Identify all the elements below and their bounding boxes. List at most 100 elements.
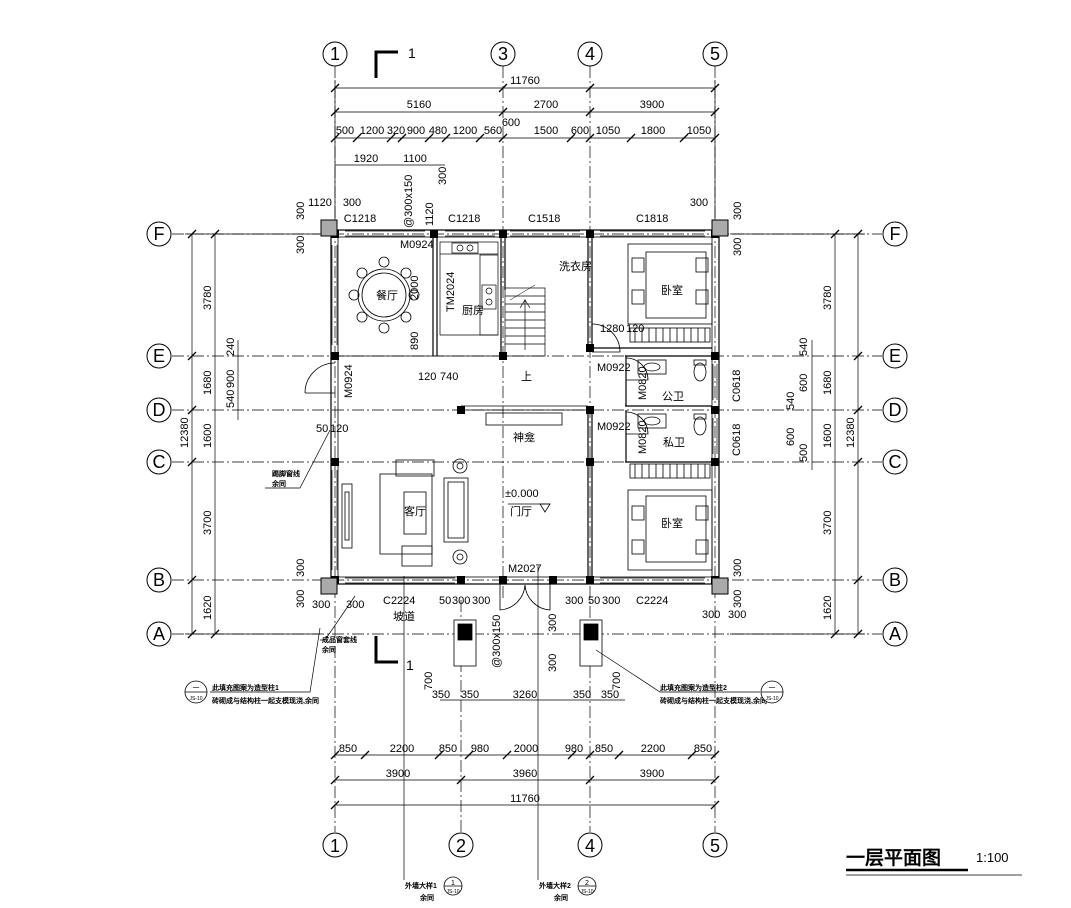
window-c0618-upper: C0618 — [731, 370, 743, 402]
bubble-detail-2-ref: JS-10 — [580, 889, 593, 895]
opening-tags: C1218 C1518 C1818 C2224 C2224 C0618 C061… — [343, 213, 743, 668]
dim-f-300a: 300 — [295, 202, 307, 220]
bubble-right-ref: JS-10 — [765, 696, 778, 702]
room-kitchen: 厨房 — [462, 304, 484, 317]
kitchen-fixtures — [439, 241, 499, 336]
dim-porch-1: 350 — [432, 689, 450, 701]
dim-bot-3960: 3960 — [513, 768, 537, 780]
detail-bubble-text: 一 JS-10 一 JS-10 1 JS-10 2 JS-10 — [189, 685, 778, 895]
dim-bot-3900b: 3900 — [640, 768, 664, 780]
top-dimensions: 11760 5160 2700 3900 500 1200 320 900 48… — [308, 75, 711, 225]
dim-top-s10: 1050 — [596, 125, 620, 137]
dim-left-3700: 3700 — [202, 511, 214, 535]
grid-row-right-E: E — [889, 346, 901, 366]
grid-row-right-C: C — [889, 452, 902, 472]
bubble-left-ref: JS-10 — [189, 696, 202, 702]
dim-top-1100: 1100 — [403, 153, 427, 165]
section-mark-top: 1 — [408, 45, 416, 61]
drawing-title: 一层平面图 1:100 — [846, 847, 1022, 876]
dim-b-300d: 300 — [732, 590, 744, 608]
room-living: 客厅 — [404, 504, 426, 518]
dim-f-300c: 300 — [732, 202, 744, 220]
dim-bot-s5: 2000 — [514, 743, 538, 755]
dim-50-porch: 50 — [439, 595, 451, 607]
room-hall: 门厅 — [510, 504, 532, 518]
dim-300-br2: 300 — [728, 609, 746, 621]
dim-top-total: 11760 — [510, 75, 540, 87]
stair[interactable] — [504, 284, 546, 357]
dim-top-s4: 900 — [407, 125, 425, 137]
note-pilaster-1-detail: 砖砌成与结构柱一起支模现浇,余同 — [212, 696, 319, 705]
dim-right-total: 12380 — [845, 417, 857, 448]
bubble-detail-1-ref: JS-10 — [446, 889, 459, 895]
grid-col-bottom-4: 4 — [585, 836, 595, 856]
dim-top-s1: 500 — [336, 125, 354, 137]
floor-level: ±0.000 — [505, 488, 539, 500]
room-bedroom-lower: 卧室 — [661, 516, 683, 530]
grid-col-bottom-5: 5 — [710, 836, 720, 856]
grid-col-top-4: 4 — [585, 44, 595, 64]
room-public-wc: 公卫 — [662, 391, 684, 403]
dim-bot-s8: 2200 — [641, 743, 665, 755]
note-sill-line: 踢脚窗线 — [272, 469, 300, 478]
dim-right-3700: 3700 — [822, 511, 834, 535]
dim-b-300c: 300 — [732, 559, 744, 577]
dim-right-300a: 300 — [690, 197, 708, 209]
door-m0924-kitchen: M0924 — [400, 239, 434, 251]
dim-50-porch2: 300 — [602, 595, 620, 607]
grid-col-top-5: 5 — [710, 44, 720, 64]
room-dining: 餐厅 — [376, 288, 398, 302]
dim-2000-kitchen: 2000 — [409, 276, 421, 300]
note-pilaster-2: 此填充图案为造型柱2 — [660, 683, 727, 692]
grid-row-left-F: F — [154, 224, 165, 244]
window-c2224-left: C2224 — [383, 595, 415, 607]
dim-bot-s1: 850 — [339, 743, 357, 755]
dim-right-500: 500 — [798, 444, 810, 462]
dim-top-5160: 5160 — [407, 99, 431, 111]
dim-left-900: 900 — [225, 370, 237, 388]
dim-porch-4: 350 — [573, 689, 591, 701]
dimension-lines — [185, 80, 865, 806]
title-scale: 1:100 — [976, 850, 1009, 865]
dim-left-540: 540 — [225, 390, 237, 408]
dim-left-240: 240 — [225, 338, 237, 356]
dim-bot-s7: 850 — [595, 743, 613, 755]
grid-row-left-D: D — [153, 400, 166, 420]
dim-b-300b: 300 — [295, 590, 307, 608]
dim-top-1120v: 1120 — [424, 202, 436, 226]
dim-bot-3900a: 3900 — [386, 768, 410, 780]
dim-right-1620: 1620 — [822, 596, 834, 620]
dim-right-600a: 600 — [798, 374, 810, 392]
dim-right-540b: 540 — [785, 392, 797, 410]
dim-left-3780: 3780 — [202, 286, 214, 310]
dim-top-s3: 320 — [387, 125, 405, 137]
grid-row-left-E: E — [153, 346, 165, 366]
living-furniture — [341, 458, 469, 567]
dim-300-porch3: 300 — [565, 595, 583, 607]
dim-890: 890 — [409, 332, 421, 350]
dim-porch-5: 350 — [601, 689, 619, 701]
column-tag-top: @300x150 — [403, 175, 415, 228]
door-m0922-public: M0922 — [597, 362, 631, 374]
notes: 踢脚窗线 余同 成品窗套线 余同 此填充图案为造型柱1 砖砌成与结构柱一起支模现… — [212, 469, 767, 902]
grid-col-bottom-1: 1 — [330, 836, 340, 856]
dim-left-total: 12380 — [179, 417, 191, 448]
dim-left-1600: 1600 — [202, 424, 214, 448]
section-mark-bottom: 1 — [406, 657, 414, 673]
room-bedroom-upper: 卧室 — [661, 283, 683, 297]
window-c2224-right: C2224 — [636, 595, 668, 607]
note-window-same: 余同 — [321, 645, 336, 654]
dim-300-bl1: 300 — [312, 599, 330, 611]
dim-300-steps: 300 — [547, 654, 559, 672]
dimension-ticks — [187, 83, 863, 810]
dim-300-porch1: 300 — [452, 595, 470, 607]
title-text: 一层平面图 — [846, 847, 941, 869]
dim-top-s6: 1200 — [453, 125, 477, 137]
dim-right-600b: 600 — [785, 428, 797, 446]
side-dimensions: 3780 1680 1600 3700 1620 12380 240 900 5… — [179, 286, 857, 620]
dim-1280: 1280 — [600, 323, 624, 335]
top-vertical-dims: 300 1120 @300x150 300 300 300 300 300 30… — [295, 167, 744, 608]
dim-porch-3: 3260 — [513, 689, 537, 701]
grid-bubbles — [146, 41, 908, 858]
dim-bot-s3: 850 — [439, 743, 457, 755]
